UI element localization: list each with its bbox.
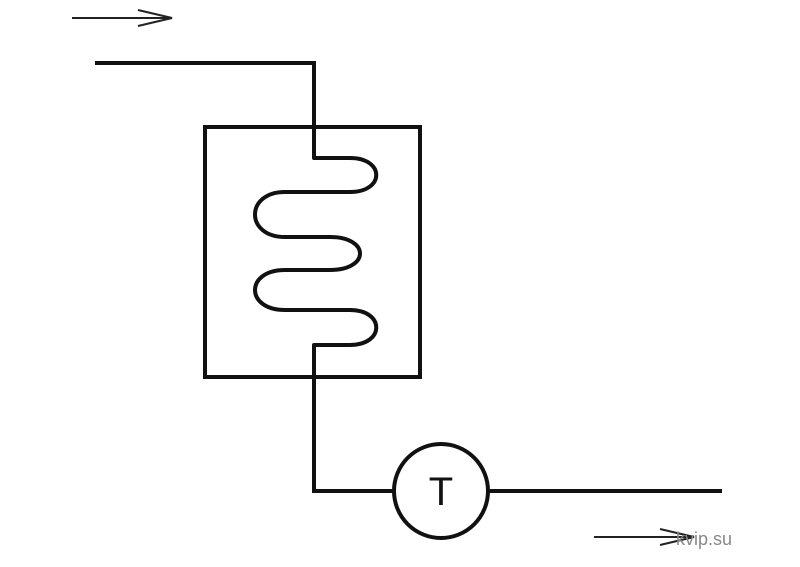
temperature-sensor-label: T xyxy=(429,470,453,514)
tank-vessel xyxy=(203,125,422,379)
watermark-text: kvip.su xyxy=(676,529,732,549)
temperature-sensor: T xyxy=(392,442,490,540)
outlet-pipe xyxy=(312,377,395,493)
outlet-flow-arrow xyxy=(594,528,695,546)
heating-coil xyxy=(253,127,379,377)
inlet-flow-arrow xyxy=(72,9,173,27)
